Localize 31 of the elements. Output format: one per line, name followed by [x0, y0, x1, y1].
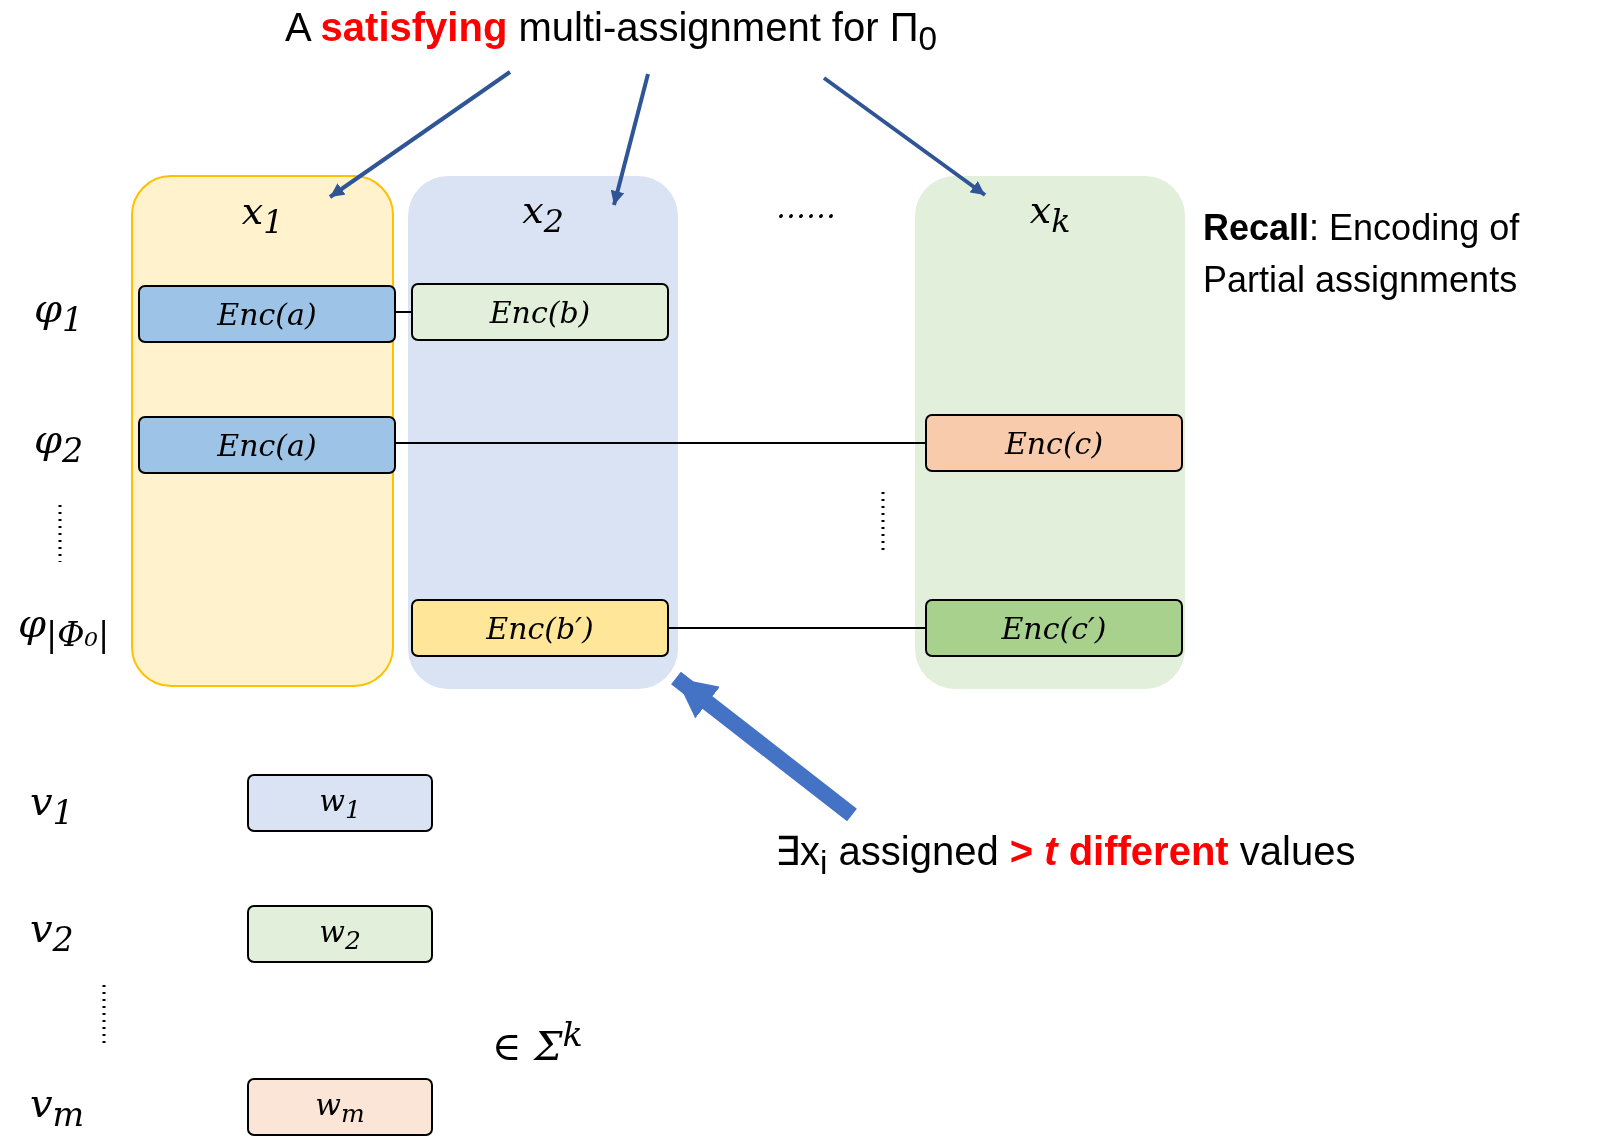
- column-heading: x$_{1}$: [241, 189, 284, 239]
- column-panel: [408, 176, 678, 689]
- recall-note: Recall: Encoding of Partial assignments: [1203, 206, 1521, 303]
- encoding-box: Enc(c): [925, 414, 1183, 472]
- arrow: [328, 70, 512, 199]
- column-panel: [131, 175, 394, 687]
- row-label: φ$_{2}$: [34, 416, 84, 470]
- connector-line: [668, 627, 926, 629]
- encoding-box: Enc(b′): [411, 599, 669, 657]
- arrow: [822, 76, 987, 197]
- note-text: ∃x$_{i}$ assigned > t different values: [775, 828, 1515, 884]
- row-label: φ$_{|Φ₀|}$: [18, 600, 110, 654]
- column-panel: [915, 176, 1185, 689]
- encoding-box: Enc(c′): [925, 599, 1183, 657]
- value-box: w$_{1}$: [247, 774, 433, 832]
- encoding-box: Enc(a): [138, 285, 396, 343]
- column-heading: x$_{2}$: [522, 188, 564, 238]
- row-label: φ$_{1}$: [34, 285, 84, 339]
- ellipsis-text: ……: [776, 190, 836, 225]
- row-label: v$_{2}$: [30, 905, 74, 959]
- encoding-box: Enc(a): [138, 416, 396, 474]
- encoding-box: Enc(b): [411, 283, 669, 341]
- value-box: w$_{2}$: [247, 905, 433, 963]
- arrow: [610, 73, 650, 206]
- title-text: A satisfying multi-assignment for Π$_{0}$: [285, 5, 1085, 63]
- row-label: v$_{m}$: [30, 1080, 85, 1134]
- set-label: ∈ Σ$^{k}$: [492, 1015, 583, 1070]
- block-arrow: [671, 671, 857, 822]
- value-box: w$_{m}$: [247, 1078, 433, 1136]
- column-heading: x$_{k}$: [1029, 188, 1071, 238]
- row-label: v$_{1}$: [30, 778, 74, 832]
